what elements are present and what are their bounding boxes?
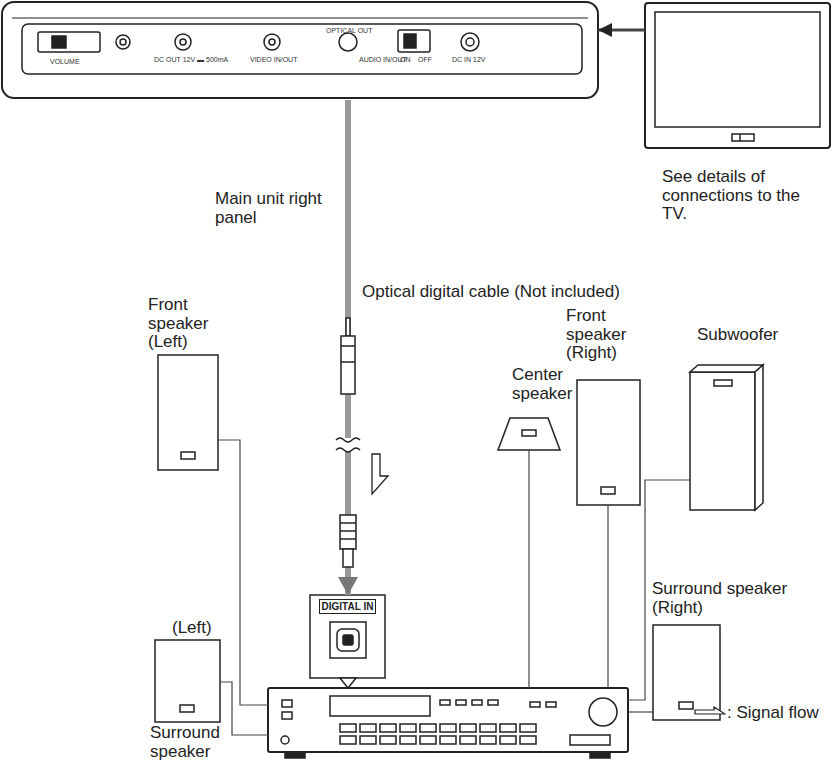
speaker-cabinet	[577, 380, 640, 505]
tv-body	[645, 3, 830, 148]
panel-label: VOLUME	[50, 58, 80, 65]
cable-label: Optical digital cable (Not included)	[360, 283, 622, 302]
volume-knob	[589, 698, 617, 726]
headphone-jack	[116, 35, 130, 49]
signal-flow-arrow	[372, 454, 388, 494]
optical-jack	[339, 33, 357, 51]
speaker-cabinet	[158, 355, 218, 470]
speaker-cabinet	[498, 418, 560, 450]
optical-port	[330, 622, 366, 658]
speaker-wire	[628, 711, 653, 712]
unit-body	[2, 2, 598, 98]
speaker-wire	[220, 682, 268, 735]
plug-tip	[346, 318, 350, 336]
video-jack	[264, 34, 280, 50]
panel-label: VIDEO IN/OUT	[250, 56, 297, 63]
speaker: Front speaker (Left)	[158, 355, 218, 470]
node-label: Main unit right panel	[215, 190, 340, 227]
power-switch	[398, 30, 430, 52]
panel-label: ON	[400, 56, 411, 63]
speaker: (Left)Surround speaker	[155, 640, 220, 722]
digital-in-callout: DIGITAL IN	[310, 595, 385, 678]
legend-text: : Signal flow	[727, 704, 819, 723]
speaker-wire	[528, 450, 529, 688]
node-label: Surround speaker (Right)	[652, 580, 792, 617]
speaker: Front speaker (Right)	[577, 380, 640, 505]
dc-out-jack	[175, 34, 191, 50]
plug-body	[341, 336, 355, 394]
panel-label: OFF	[418, 56, 432, 63]
node-label: Subwoofer	[697, 326, 797, 345]
speaker: Center speaker	[498, 415, 560, 450]
direction-arrow	[598, 29, 645, 32]
volume-slider	[38, 32, 100, 52]
panel-label: AUDIO IN/OUT	[359, 56, 407, 63]
legend-sample	[694, 706, 726, 722]
node-label: Center speaker	[512, 366, 587, 403]
port-label: DIGITAL IN	[319, 599, 377, 614]
av-receiver	[268, 688, 628, 752]
panel-label: OPTICAL OUT	[326, 27, 372, 34]
av-receiver: DIGITAL IN	[268, 688, 628, 752]
unit-panel	[22, 24, 582, 74]
plug-head	[343, 549, 353, 567]
node-label: (Left)	[172, 619, 232, 638]
panel-label: DC OUT 12V ▬ 500mA	[154, 56, 228, 63]
node-label: Surround speaker	[150, 724, 230, 761]
dc-in-jack	[461, 33, 479, 51]
subwoofer-cabinet	[690, 372, 755, 510]
tv-screen	[655, 12, 820, 127]
speaker-wire	[218, 440, 268, 705]
node-label: See details of connections to the TV.	[662, 168, 802, 224]
receiver-display	[330, 696, 430, 716]
main-unit: Main unit right panel	[0, 0, 598, 100]
speaker-cabinet	[155, 640, 220, 722]
plug-body	[340, 515, 356, 549]
node-label: Front speaker (Right)	[566, 307, 644, 363]
subwoofer: Subwoofer	[690, 365, 763, 510]
callout-inset	[310, 595, 385, 678]
speaker-wire	[607, 505, 608, 688]
panel-label: DC IN 12V	[452, 56, 485, 63]
tv-set: See details of connections to the TV.	[645, 3, 830, 148]
node-label: Front speaker (Left)	[148, 296, 218, 352]
speaker-cabinet	[653, 625, 720, 720]
speaker: Surround speaker (Right)	[653, 625, 720, 720]
